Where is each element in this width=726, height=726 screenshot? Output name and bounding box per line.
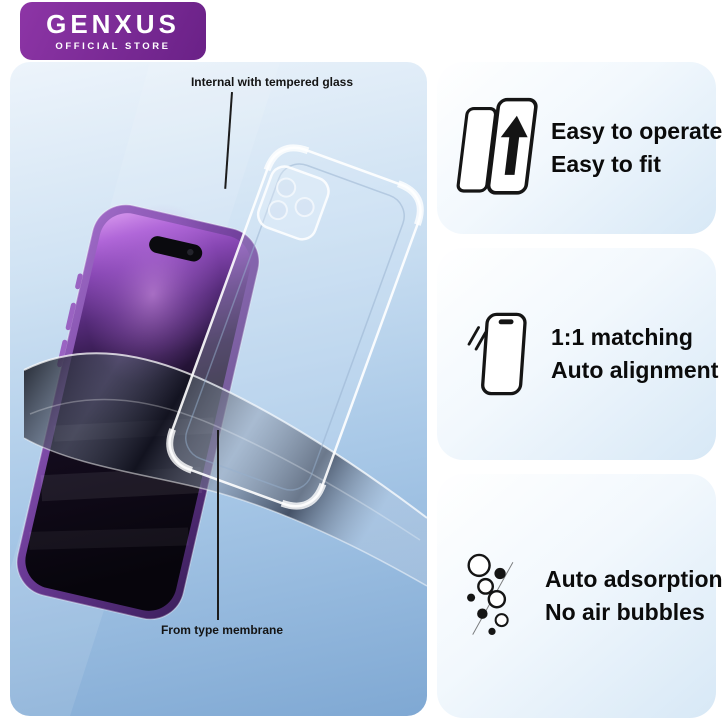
easy-operate-icon bbox=[455, 90, 541, 206]
feature-line: No air bubbles bbox=[545, 599, 705, 625]
feature-card-adsorption: Auto adsorption No air bubbles bbox=[437, 474, 723, 718]
brand-name: GENXUS bbox=[46, 8, 180, 39]
camera-cutout bbox=[256, 165, 330, 241]
auto-adsorption-icon bbox=[449, 543, 535, 649]
feature-card-list: Easy to operate Easy to fit 1:1 matching… bbox=[437, 62, 723, 718]
installation-case bbox=[166, 144, 424, 510]
dynamic-island bbox=[149, 236, 203, 262]
brand-badge: GENXUS OFFICIAL STORE bbox=[20, 2, 206, 60]
annotation-bottom-label: From type membrane bbox=[160, 623, 284, 637]
tempered-glass-membrane bbox=[23, 352, 427, 587]
feature-line: Auto alignment bbox=[551, 357, 719, 383]
brand-subtitle: OFFICIAL STORE bbox=[55, 40, 171, 52]
feature-card-matching: 1:1 matching Auto alignment bbox=[437, 248, 719, 460]
feature-line: 1:1 matching bbox=[551, 323, 693, 350]
feature-line: Auto adsorption bbox=[545, 565, 723, 592]
annotation-line-bottom bbox=[217, 430, 219, 620]
annotation-top-label: Internal with tempered glass bbox=[190, 75, 354, 89]
feature-card-easy-operate: Easy to operate Easy to fit bbox=[437, 62, 722, 234]
product-photo-panel: Internal with tempered glass From type m… bbox=[10, 62, 427, 716]
feature-line: Easy to fit bbox=[551, 151, 661, 177]
one-to-one-matching-icon bbox=[455, 303, 541, 405]
feature-line: Easy to operate bbox=[551, 117, 723, 144]
phone-scene bbox=[10, 62, 427, 716]
